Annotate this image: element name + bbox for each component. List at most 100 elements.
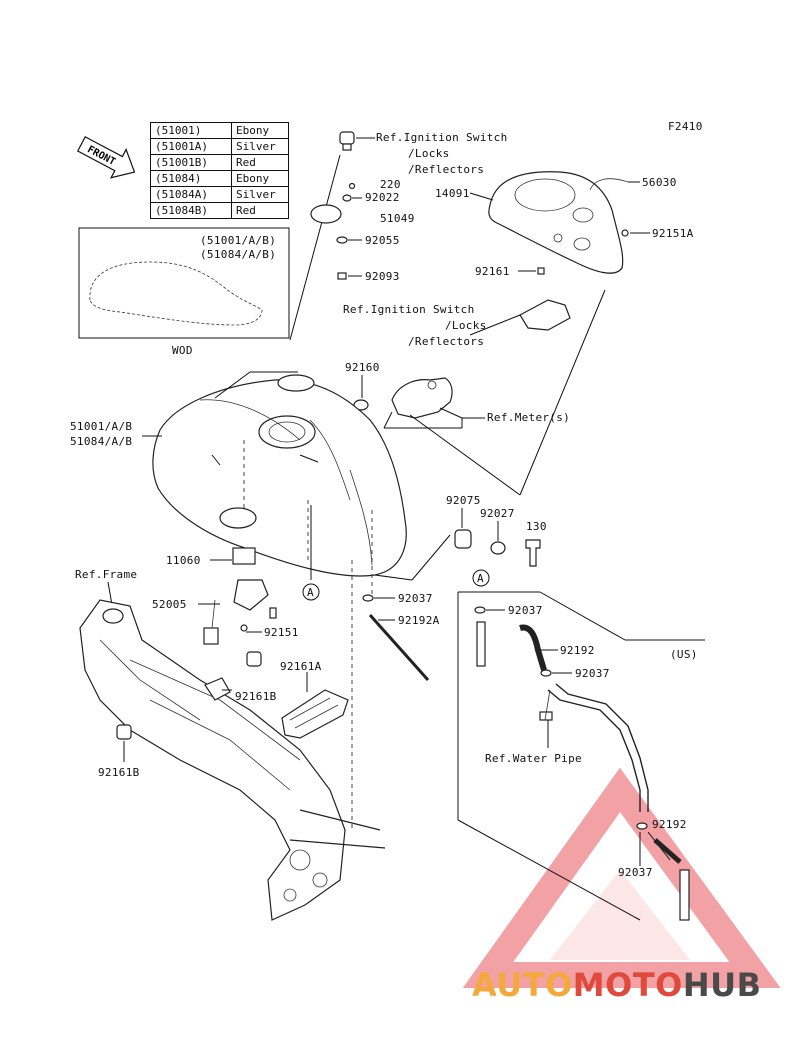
color-row: (51084)Ebony xyxy=(150,170,289,187)
label-locks-2: /Locks xyxy=(445,319,487,332)
label-56030: 56030 xyxy=(642,176,677,189)
color-row: (51001B)Red xyxy=(150,154,289,171)
color-name: Ebony xyxy=(231,170,289,187)
label-92093: 92093 xyxy=(365,270,400,283)
color-table: (51001)Ebony (51001A)Silver (51001B)Red … xyxy=(150,122,289,219)
bolt-icon xyxy=(621,229,629,237)
grommet-icon xyxy=(204,677,231,701)
color-name: Silver xyxy=(231,186,289,203)
inset-line-1: (51001/A/B) xyxy=(200,234,276,247)
label-reflectors-1: /Reflectors xyxy=(408,163,484,176)
meter-bracket-icon xyxy=(391,377,453,419)
color-code: (51001A) xyxy=(150,138,232,155)
color-code: (51084B) xyxy=(150,202,232,219)
color-code: (51084) xyxy=(150,170,232,187)
inset-line-2: (51084/A/B) xyxy=(200,248,276,261)
screw-icon xyxy=(348,182,356,190)
watermark-logo xyxy=(462,767,781,988)
cap-plate-icon xyxy=(310,204,342,224)
bracket-icon xyxy=(519,299,571,331)
color-row: (51084A)Silver xyxy=(150,186,289,203)
water-pipe-icon xyxy=(539,683,649,812)
hose-icon xyxy=(476,621,486,667)
fuel-tank-icon xyxy=(152,374,407,577)
color-name: Ebony xyxy=(231,122,289,139)
label-92022: 92022 xyxy=(365,191,400,204)
label-92161B-a: 92161B xyxy=(235,690,277,703)
washer-icon xyxy=(342,194,352,202)
hose-icon xyxy=(368,614,430,681)
label-ref-water-pipe: Ref.Water Pipe xyxy=(485,752,582,765)
hose-icon xyxy=(519,624,547,671)
label-92055: 92055 xyxy=(365,234,400,247)
label-92192-a: 92192 xyxy=(560,644,595,657)
rubber-mount-icon xyxy=(246,651,262,667)
label-ref-ignition-2: Ref.Ignition Switch xyxy=(343,303,475,316)
pad-icon xyxy=(281,689,349,739)
label-ref-meter: Ref.Meter(s) xyxy=(487,411,570,424)
label-reflectors-2: /Reflectors xyxy=(408,335,484,348)
label-92037-d: 92037 xyxy=(618,866,653,879)
color-name: Red xyxy=(231,154,289,171)
collar-icon xyxy=(490,541,506,555)
label-130: 130 xyxy=(526,520,547,533)
marker-a-left-text: A xyxy=(307,586,314,599)
pump-plate-icon xyxy=(232,547,256,565)
clamp-icon xyxy=(540,669,552,677)
label-us: (US) xyxy=(670,648,698,661)
bolt-130-icon xyxy=(525,539,541,567)
marker-a-right xyxy=(472,569,490,587)
oring-icon xyxy=(336,236,348,244)
clamp-icon xyxy=(636,822,648,830)
damper-icon xyxy=(454,529,472,549)
label-ref-frame: Ref.Frame xyxy=(75,568,137,581)
watermark-part-1: AUTO xyxy=(472,966,573,1004)
color-code: (51001) xyxy=(150,122,232,139)
label-92192-b: 92192 xyxy=(652,818,687,831)
color-code: (51001B) xyxy=(150,154,232,171)
inset-caption: WOD xyxy=(172,344,193,357)
label-tank-1: 51001/A/B xyxy=(70,420,132,433)
color-code: (51084A) xyxy=(150,186,232,203)
ignition-cap-icon xyxy=(339,131,355,151)
color-name: Red xyxy=(231,202,289,219)
color-name: Silver xyxy=(231,138,289,155)
front-arrow-icon: FRONT xyxy=(76,136,136,179)
frame-icon xyxy=(79,599,386,921)
label-92161A: 92161A xyxy=(280,660,322,673)
hose-icon xyxy=(679,869,690,921)
leader xyxy=(289,154,341,341)
marker-a-right-text: A xyxy=(477,572,484,585)
inset-tank-outline xyxy=(89,261,263,326)
label-92160: 92160 xyxy=(345,361,380,374)
label-locks-1: /Locks xyxy=(408,147,450,160)
fuel-pump-icon xyxy=(203,579,277,645)
label-92037-b: 92037 xyxy=(508,604,543,617)
label-92027: 92027 xyxy=(480,507,515,520)
bolt-icon xyxy=(240,624,248,632)
gasket-icon xyxy=(219,507,257,529)
label-92037-a: 92037 xyxy=(398,592,433,605)
label-11060: 11060 xyxy=(166,554,201,567)
clamp-icon xyxy=(474,606,486,614)
label-92192A: 92192A xyxy=(398,614,440,627)
label-92151A: 92151A xyxy=(652,227,694,240)
color-row: (51084B)Red xyxy=(150,202,289,219)
watermark-text: AUTOMOTOHUB xyxy=(472,966,762,1004)
grommet-icon xyxy=(353,399,369,411)
label-ref-ignition-1: Ref.Ignition Switch xyxy=(376,131,508,144)
marker-a-left xyxy=(302,583,320,601)
label-51049: 51049 xyxy=(380,212,415,225)
figure-code: F2410 xyxy=(668,120,703,133)
label-tank-2: 51084/A/B xyxy=(70,435,132,448)
label-52005: 52005 xyxy=(152,598,187,611)
label-92161B-b: 92161B xyxy=(98,766,140,779)
watermark-part-2: MOTO xyxy=(572,966,683,1004)
inset-box xyxy=(78,227,290,339)
rubber-mount-icon xyxy=(116,724,132,740)
label-14091: 14091 xyxy=(435,187,470,200)
label-92037-c: 92037 xyxy=(575,667,610,680)
color-row: (51001A)Silver xyxy=(150,138,289,155)
